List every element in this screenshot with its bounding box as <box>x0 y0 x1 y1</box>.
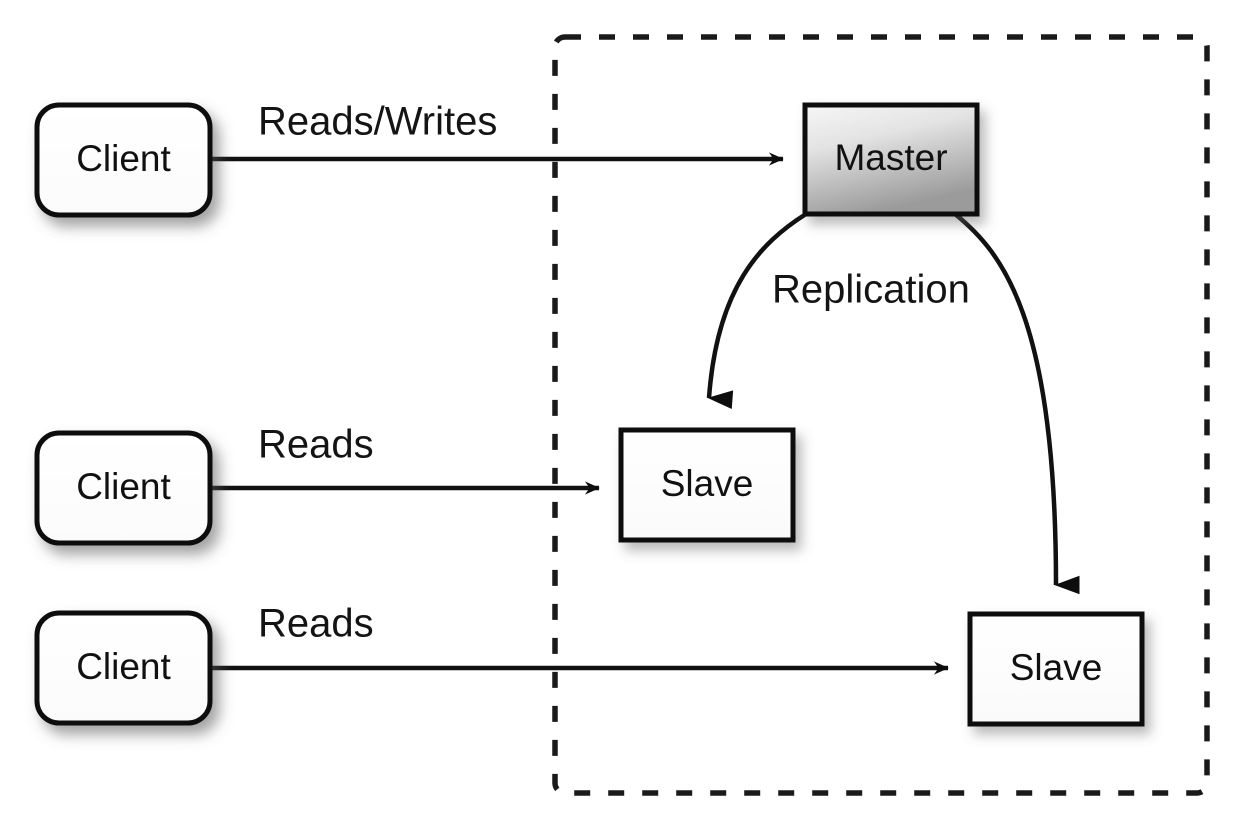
server-boundary <box>552 34 1210 796</box>
node-client-3[interactable]: Client <box>34 610 213 726</box>
edge-label-reads-2: Reads <box>258 602 374 646</box>
edge-curve <box>706 212 808 409</box>
slave-2-label: Slave <box>1010 647 1103 688</box>
client-2-box[interactable] <box>34 430 213 546</box>
node-master[interactable]: Master <box>802 102 980 217</box>
slave-1-label: Slave <box>661 463 754 504</box>
edge-label-reads-writes: Reads/Writes <box>258 100 497 144</box>
slave-2-box[interactable] <box>967 611 1145 727</box>
edge-curve <box>953 212 1080 595</box>
client-1-label: Client <box>76 138 171 179</box>
node-slave-2[interactable]: Slave <box>967 611 1145 727</box>
node-client-2[interactable]: Client <box>34 430 213 546</box>
client-3-box[interactable] <box>34 610 213 726</box>
edge-master-slave2 <box>953 212 1080 595</box>
node-slave-1[interactable]: Slave <box>618 427 796 543</box>
client-1-box[interactable] <box>34 102 213 218</box>
edge-label-reads-1: Reads <box>258 423 374 467</box>
master-label: Master <box>834 137 947 178</box>
slave-1-box[interactable] <box>618 427 796 543</box>
edge-master-slave1 <box>706 212 808 409</box>
master-box[interactable] <box>802 102 980 217</box>
node-client-1[interactable]: Client <box>34 102 213 218</box>
client-2-label: Client <box>76 466 171 507</box>
edge-label-replication: Replication <box>772 268 970 312</box>
client-3-label: Client <box>76 646 171 687</box>
